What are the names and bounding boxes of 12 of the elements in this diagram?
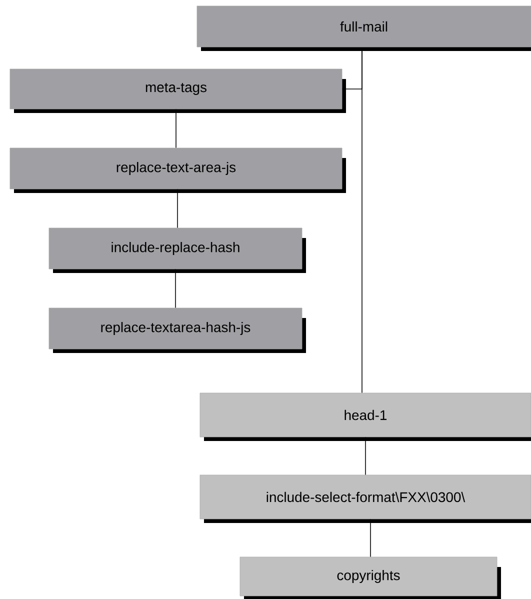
tree-box: replace-textarea-hash-js bbox=[48, 308, 306, 353]
tree-box: meta-tags bbox=[10, 68, 346, 113]
tree-box: include-select-format\FXX\0300\ bbox=[200, 474, 531, 523]
connector-line bbox=[175, 268, 176, 308]
tree-box: replace-text-area-js bbox=[10, 148, 346, 193]
tree-box: full-mail bbox=[196, 6, 531, 51]
tree-box: copyrights bbox=[240, 556, 501, 599]
tree-box: include-replace-hash bbox=[48, 228, 306, 273]
connector-line bbox=[177, 188, 178, 228]
connector-line bbox=[365, 436, 366, 476]
tree-box: head-1 bbox=[200, 392, 531, 441]
connector-line bbox=[370, 518, 371, 558]
